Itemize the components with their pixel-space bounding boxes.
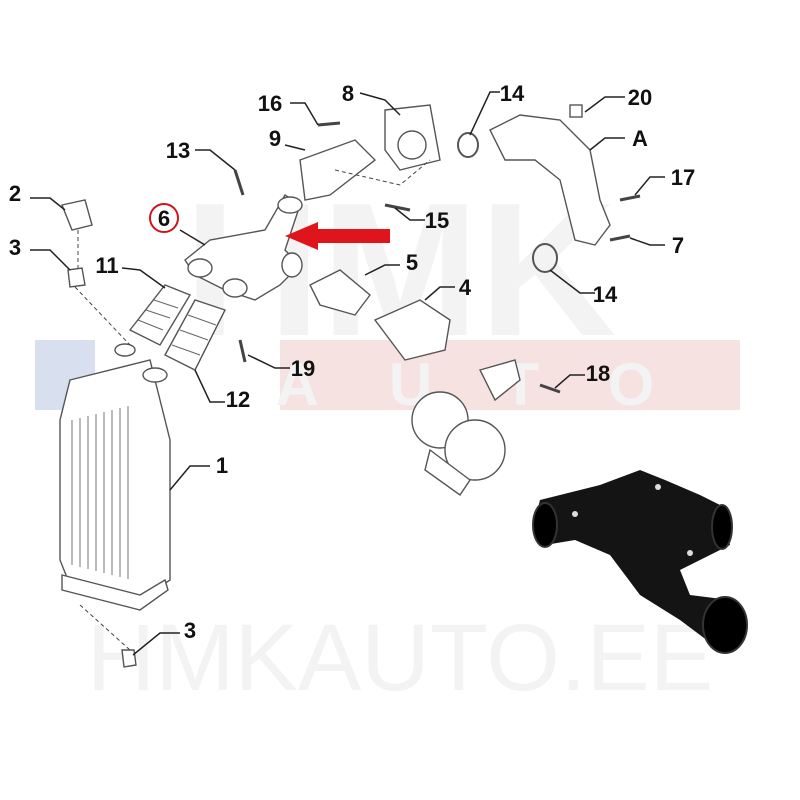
hose-4-part [373, 299, 451, 361]
hose-11-part [128, 284, 192, 346]
t-pipe-6-part [184, 194, 303, 301]
callout-20: 20 [628, 85, 652, 110]
callout-1: 1 [216, 453, 228, 478]
callout-18: 18 [586, 361, 610, 386]
turbocharger-part [411, 359, 521, 496]
callout-17: 17 [671, 165, 695, 190]
grommet-3-part [67, 267, 86, 288]
callout-3-lower: 3 [184, 618, 196, 643]
hose-5-part [309, 269, 371, 316]
manifold-a-part [489, 114, 611, 246]
callout-16: 16 [258, 91, 282, 116]
callout-2: 2 [9, 181, 21, 206]
callout-8: 8 [342, 81, 354, 106]
callout-11: 11 [95, 253, 118, 278]
callout-4: 4 [459, 275, 472, 300]
callout-15: 15 [425, 208, 449, 233]
bolts [233, 121, 641, 394]
o-ring-14-part [457, 132, 479, 158]
hose-12-part [164, 299, 226, 371]
watermark-site: HMKAUTO.EE [87, 605, 713, 711]
callout-14: 14 [500, 81, 525, 106]
leader-lines [30, 91, 665, 656]
sensor-20-part [569, 104, 583, 118]
callout-a: A [632, 126, 648, 151]
callout-6: 6 [158, 206, 170, 231]
highlight-arrow [285, 222, 390, 250]
callout-14-lower: 14 [593, 282, 618, 307]
throttle-body-8-part [384, 104, 441, 171]
bracket-2-part [61, 199, 93, 231]
intercooler-part [59, 343, 171, 611]
highlight-circle [149, 203, 179, 233]
callout-13: 13 [166, 138, 190, 163]
grommet-3-lower-part [121, 649, 137, 668]
callout-19: 19 [291, 356, 315, 381]
callout-3: 3 [9, 235, 21, 260]
product-photo-t-pipe [532, 470, 748, 654]
callout-9: 9 [269, 126, 281, 151]
o-ring-14-lower-part [532, 243, 558, 273]
hose-9-part [299, 139, 377, 201]
callout-7: 7 [672, 233, 684, 258]
callout-5: 5 [406, 250, 418, 275]
callout-12: 12 [226, 387, 250, 412]
